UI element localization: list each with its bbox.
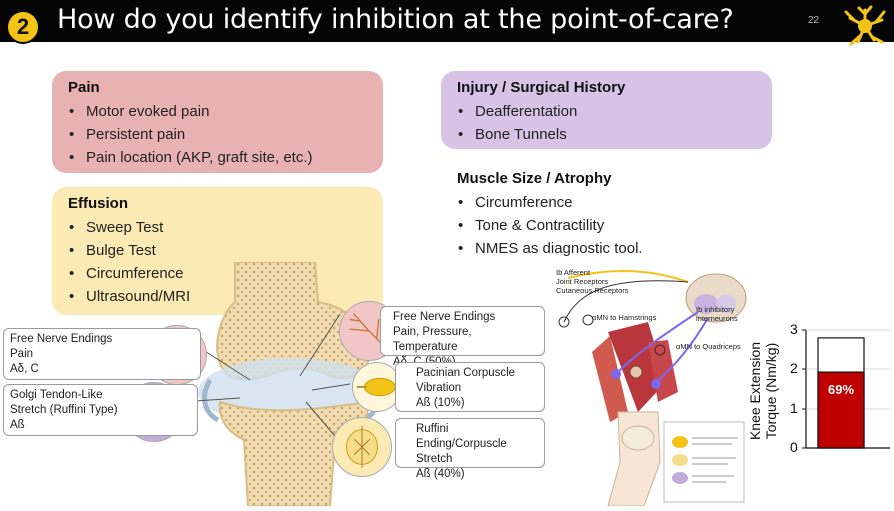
pain-card: Pain Motor evoked pain Persistent pain P… (52, 71, 383, 173)
injury-heading: Injury / Surgical History (457, 79, 626, 96)
list-item: Circumference (68, 262, 367, 285)
neural-pathway-illustration (558, 269, 747, 506)
label-line: Cutaneous Receptors (556, 286, 629, 295)
list-item: Bone Tunnels (457, 123, 756, 146)
label-line: Joint Receptors (556, 277, 609, 286)
free-nerve-endings-callout-left: Free Nerve Endings Pain Aδ, C (3, 328, 201, 380)
callout-line: Pain, Pressure, Temperature (393, 326, 472, 353)
section-number-badge: 2 (6, 10, 40, 44)
list-item: Persistent pain (68, 123, 367, 146)
afferent-label: Ib Afferent Joint Receptors Cutaneous Re… (556, 268, 629, 295)
callout-line: Aß (40%) (416, 468, 465, 480)
quadriceps-motor-label: αMN to Quadriceps (676, 342, 741, 351)
muscle-section: Muscle Size / Atrophy Circumference Tone… (457, 170, 643, 260)
inhibited-torque-bar (817, 371, 865, 449)
y-tick-label: 2 (790, 360, 798, 376)
callout-line: Stretch (Ruffini Type) (10, 404, 118, 416)
list-item: NMES as diagnostic tool. (457, 237, 643, 260)
ruffini-ending-circle (332, 417, 392, 477)
callout-title: Free Nerve Endings (10, 333, 113, 345)
pacinian-corpuscle-circle (352, 362, 402, 412)
callout-line: Stretch (416, 453, 453, 465)
hamstrings-motor-label: αMN to Hamstrings (592, 313, 657, 322)
list-item: Tone & Contractility (457, 214, 643, 237)
callout-line: Aß (10, 419, 25, 431)
golgi-tendon-callout: Golgi Tendon-Like Stretch (Ruffini Type)… (3, 384, 198, 436)
callout-line: Vibration (416, 382, 462, 394)
page-number: 22 (808, 15, 820, 26)
label-line: Ib Afferent (556, 268, 591, 277)
bar-percent-label: 69% (828, 382, 854, 397)
callout-title: Pacinian Corpuscle (416, 367, 516, 379)
label-line: interneurons (696, 314, 738, 323)
free-nerve-endings-callout-right: Free Nerve Endings Pain, Pressure, Tempe… (380, 306, 545, 368)
neuron-icon (844, 5, 886, 46)
torque-bar-chart: Knee Extension Torque (Nm/kg) 69% 3 2 1 … (747, 318, 892, 468)
pacinian-corpuscle-callout: Pacinian Corpuscle Vibration Aß (10%) (395, 362, 545, 412)
callout-title: Ruffini Ending/Corpuscle (416, 423, 507, 450)
list-item: Motor evoked pain (68, 100, 367, 123)
callout-line: Aδ, C (10, 363, 39, 375)
list-item: Sweep Test (68, 216, 367, 239)
pain-heading: Pain (68, 79, 100, 96)
list-item: Pain location (AKP, graft site, etc.) (68, 146, 367, 169)
effusion-card: Effusion Sweep Test Bulge Test Circumfer… (52, 187, 383, 315)
slide-title: How do you identify inhibition at the po… (57, 4, 734, 35)
y-tick-label: 1 (790, 400, 798, 416)
title-bar: How do you identify inhibition at the po… (0, 0, 894, 42)
knee-joint-illustration (179, 262, 382, 506)
y-tick-label: 3 (790, 321, 798, 337)
list-item: Deafferentation (457, 100, 756, 123)
callout-line: Aß (10%) (416, 397, 465, 409)
callout-line: Pain (10, 348, 34, 360)
effusion-heading: Effusion (68, 195, 128, 212)
ruffini-ending-callout: Ruffini Ending/Corpuscle Stretch Aß (40%… (395, 418, 545, 480)
muscle-heading: Muscle Size / Atrophy (457, 170, 612, 187)
list-item: Ultrasound/MRI (68, 285, 367, 308)
callout-title: Free Nerve Endings (393, 311, 496, 323)
interneurons-label: Ib inhibitory interneurons (696, 305, 738, 323)
chart-plot: 69% (802, 329, 890, 449)
label-line: Ib inhibitory (696, 305, 735, 314)
injury-card: Injury / Surgical History Deafferentatio… (441, 71, 772, 149)
y-tick-label: 0 (790, 439, 798, 455)
list-item: Circumference (457, 191, 643, 214)
list-item: Bulge Test (68, 239, 367, 262)
callout-title: Golgi Tendon-Like (10, 389, 103, 401)
